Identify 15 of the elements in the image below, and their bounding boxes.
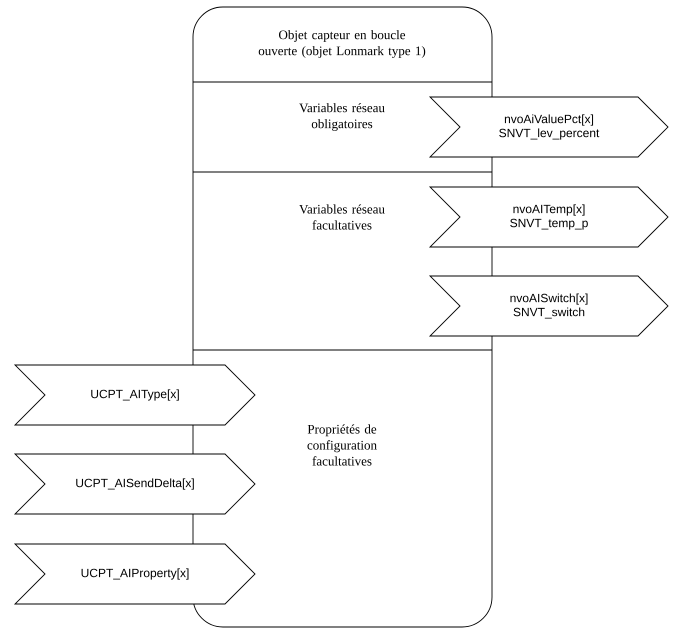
chevron-tag: nvoAISwitch[x] SNVT_switch (428, 276, 669, 336)
chevron-tag: UCPT_AIProperty[x] (14, 544, 256, 604)
chevron-tag: UCPT_AISendDelta[x] (14, 454, 256, 514)
node-label: nvoAITemp[x] (513, 204, 585, 216)
section-label: Propriétés de configuration facultatives (307, 424, 377, 466)
node-label: SNVT_temp_p (510, 218, 588, 230)
node-label: SNVT_lev_percent (499, 128, 600, 140)
section-label: Variables réseau facultatives (299, 204, 385, 230)
chevron-tag: UCPT_AIType[x] (14, 364, 256, 426)
node-label: SNVT_switch (514, 307, 584, 319)
chevron-tag: nvoAITemp[x] SNVT_temp_p (428, 186, 669, 248)
node-label: nvoAISwitch[x] (510, 293, 588, 305)
chevron-tag: nvoAiValuePct[x] SNVT_lev_percent (428, 96, 669, 158)
node-label: nvoAiValuePct[x] (504, 114, 594, 126)
section-label: Variables réseau obligatoires (299, 103, 385, 131)
